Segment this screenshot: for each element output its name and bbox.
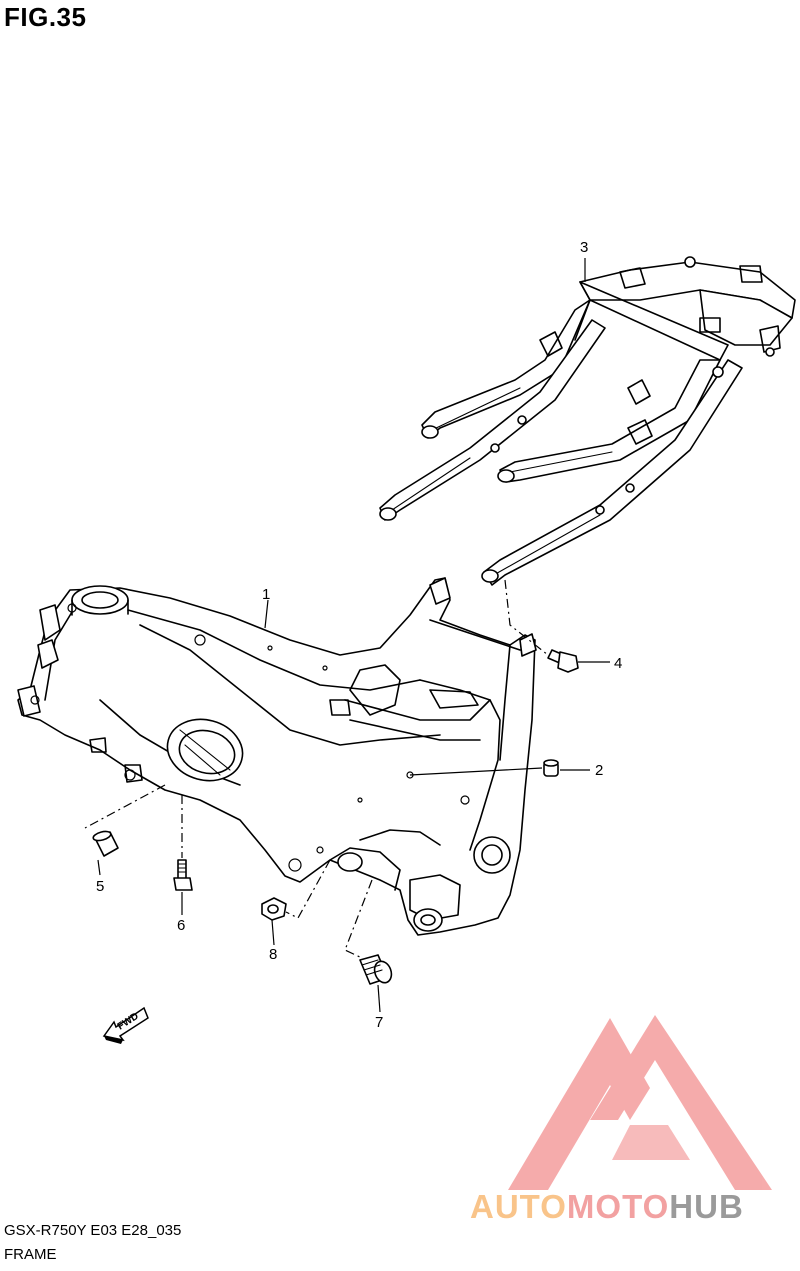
callout-7: 7 — [375, 1014, 383, 1031]
watermark-brand: AUTOMOTOHUB — [470, 1190, 744, 1223]
bushing-part-5 — [92, 830, 119, 857]
watermark-logo-icon — [508, 1015, 772, 1190]
cap-part-2 — [543, 759, 559, 777]
callout-4: 4 — [614, 655, 622, 672]
bolt-part-4 — [547, 649, 579, 673]
figure-title: FIG.35 — [4, 2, 87, 32]
model-caption: GSX-R750Y E03 E28_035 — [4, 1222, 182, 1239]
watermark-text-moto: MOTO — [566, 1188, 670, 1225]
callout-6: 6 — [177, 917, 185, 934]
watermark-text-hub: HUB — [669, 1188, 744, 1225]
callout-1: 1 — [262, 586, 270, 603]
watermark-text-auto: AUTO — [470, 1188, 567, 1225]
callout-8: 8 — [269, 946, 277, 963]
seat-rail-part-3 — [379, 256, 796, 586]
callout-2: 2 — [595, 762, 603, 779]
diagram-name-caption: FRAME — [4, 1246, 57, 1263]
callout-3: 3 — [580, 239, 588, 256]
bolt-part-7 — [359, 954, 393, 985]
main-frame-part-1 — [17, 577, 537, 936]
bolt-part-6 — [173, 859, 193, 891]
fwd-arrow-icon: FWD — [102, 1006, 149, 1044]
leader-lines — [84, 258, 610, 1013]
callout-5: 5 — [96, 878, 104, 895]
nut-part-8 — [261, 897, 287, 921]
